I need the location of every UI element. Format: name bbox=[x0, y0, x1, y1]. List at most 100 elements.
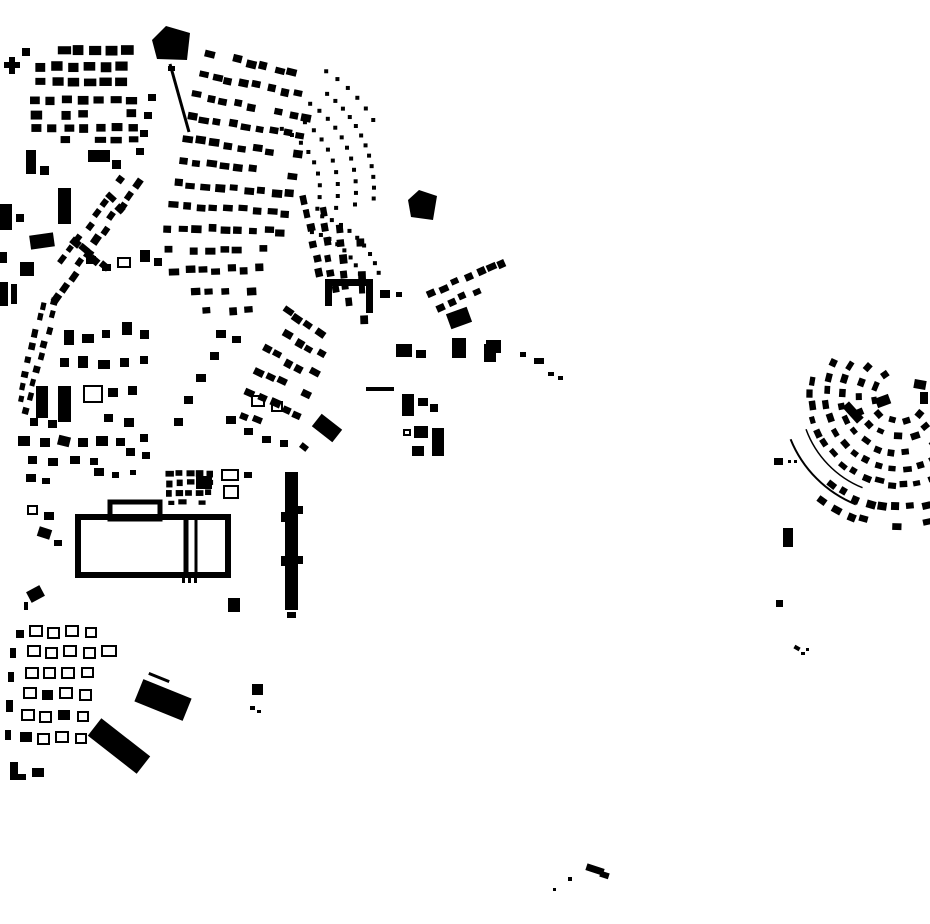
building-footprint bbox=[196, 204, 206, 212]
building-footprint bbox=[801, 652, 805, 655]
building-footprint bbox=[873, 445, 883, 455]
building-footprint bbox=[292, 149, 304, 159]
building-footprint bbox=[486, 340, 501, 353]
tree-dot bbox=[338, 222, 343, 227]
building-footprint bbox=[60, 358, 69, 367]
building-footprint bbox=[189, 247, 198, 255]
building-footprint bbox=[10, 762, 18, 780]
building-footprint bbox=[274, 66, 286, 76]
building-footprint bbox=[252, 684, 263, 695]
building-footprint bbox=[45, 96, 55, 106]
building-footprint bbox=[457, 291, 467, 301]
building-footprint bbox=[280, 210, 290, 219]
building-footprint bbox=[922, 518, 930, 526]
building-footprint bbox=[100, 225, 111, 237]
building-footprint bbox=[117, 257, 131, 268]
building-footprint bbox=[380, 290, 390, 298]
building-footprint bbox=[85, 627, 97, 638]
building-footprint bbox=[302, 319, 313, 330]
building-footprint bbox=[75, 514, 231, 578]
building-footprint bbox=[252, 367, 265, 378]
building-footprint bbox=[25, 667, 39, 679]
building-footprint bbox=[287, 172, 298, 181]
building-footprint bbox=[111, 123, 123, 132]
building-footprint bbox=[271, 189, 283, 199]
building-footprint bbox=[195, 135, 207, 145]
building-footprint bbox=[28, 456, 37, 464]
building-footprint bbox=[838, 486, 848, 496]
building-footprint bbox=[848, 466, 858, 476]
building-footprint bbox=[112, 472, 119, 478]
building-footprint bbox=[452, 338, 466, 358]
building-footprint bbox=[496, 259, 507, 270]
building-footprint bbox=[920, 392, 928, 404]
building-footprint bbox=[302, 208, 311, 219]
building-footprint bbox=[124, 418, 134, 427]
building-footprint bbox=[599, 870, 610, 880]
building-footprint bbox=[115, 174, 126, 185]
building-footprint bbox=[280, 440, 288, 447]
building-footprint bbox=[61, 667, 75, 679]
street-arc bbox=[789, 438, 857, 506]
tree-dot bbox=[327, 237, 332, 242]
tree-dot bbox=[345, 145, 350, 150]
building-footprint bbox=[553, 888, 556, 891]
tree-dot bbox=[352, 167, 357, 172]
building-footprint bbox=[174, 178, 184, 187]
building-footprint bbox=[314, 327, 327, 339]
building-footprint bbox=[267, 207, 278, 215]
tree-dot bbox=[353, 179, 358, 184]
building-footprint bbox=[287, 612, 296, 618]
tree-dot bbox=[315, 206, 320, 211]
building-footprint bbox=[819, 437, 829, 448]
building-footprint bbox=[88, 150, 110, 162]
building-footprint bbox=[463, 272, 475, 282]
building-footprint bbox=[5, 730, 11, 740]
building-footprint bbox=[152, 26, 190, 60]
building-footprint bbox=[78, 242, 91, 255]
building-footprint bbox=[206, 159, 218, 168]
tree-dot bbox=[309, 230, 314, 235]
building-footprint bbox=[32, 365, 41, 374]
building-footprint bbox=[826, 479, 838, 490]
building-footprint bbox=[83, 647, 96, 659]
tree-dot bbox=[363, 106, 368, 111]
building-footprint bbox=[244, 187, 255, 196]
building-footprint bbox=[163, 225, 172, 233]
building-footprint bbox=[267, 83, 277, 93]
building-footprint bbox=[188, 578, 191, 583]
building-footprint bbox=[360, 315, 369, 325]
building-footprint bbox=[16, 214, 24, 222]
tree-dot bbox=[318, 232, 323, 237]
building-footprint bbox=[23, 687, 37, 699]
building-footprint bbox=[281, 556, 285, 566]
building-footprint bbox=[824, 372, 833, 383]
building-footprint bbox=[63, 645, 77, 657]
building-footprint bbox=[61, 95, 72, 104]
building-footprint bbox=[412, 446, 424, 456]
building-footprint bbox=[308, 366, 321, 378]
building-footprint bbox=[212, 117, 221, 126]
building-footprint bbox=[39, 302, 47, 311]
building-footprint bbox=[102, 264, 111, 271]
building-footprint bbox=[55, 731, 69, 743]
building-footprint bbox=[403, 429, 411, 436]
building-footprint bbox=[27, 645, 41, 657]
tree-dot bbox=[353, 263, 358, 268]
building-footprint bbox=[271, 401, 283, 412]
building-footprint bbox=[115, 61, 128, 71]
building-footprint bbox=[29, 378, 37, 387]
building-footprint bbox=[262, 343, 273, 354]
building-footprint bbox=[106, 210, 116, 221]
tree-dot bbox=[325, 147, 330, 152]
building-footprint bbox=[182, 135, 194, 144]
building-footprint bbox=[899, 480, 908, 488]
tree-dot bbox=[302, 120, 307, 125]
building-footprint bbox=[168, 200, 179, 208]
building-footprint bbox=[445, 306, 473, 330]
building-footprint bbox=[325, 279, 373, 286]
building-footprint bbox=[92, 207, 102, 219]
tree-dot bbox=[339, 135, 344, 140]
building-footprint bbox=[303, 344, 314, 354]
